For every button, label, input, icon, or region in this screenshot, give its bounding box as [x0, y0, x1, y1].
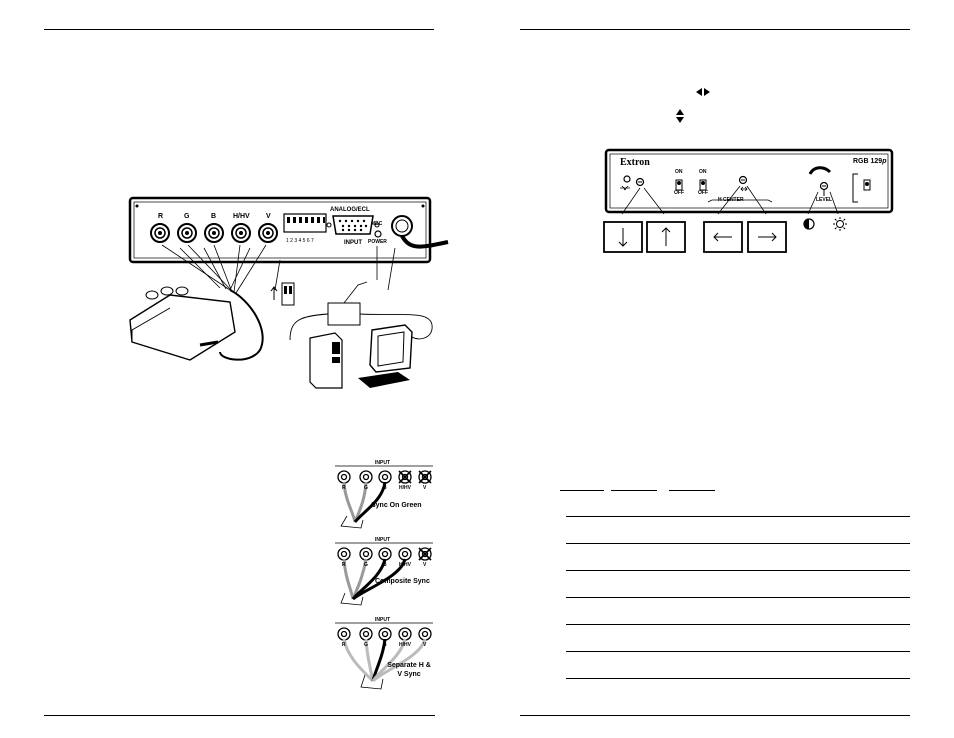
composite-input-label: INPUT [375, 537, 390, 543]
toggle2-on-label: ON [699, 169, 707, 175]
settings-table [560, 490, 912, 680]
bnc-connectors [150, 223, 278, 243]
toggle1-on-label: ON [675, 169, 683, 175]
bnc-label-b: B [211, 213, 217, 220]
bnc-label-g: G [184, 213, 190, 220]
table-header-underline-1 [560, 490, 604, 491]
composite-bnc-v: V [423, 562, 427, 568]
separate-bnc-b: B [383, 642, 387, 648]
up-button[interactable] [647, 222, 685, 252]
mbc-label: MBC [371, 221, 383, 227]
right-top-rule [520, 29, 910, 30]
dip-numbers: 1 2 3 4 5 6 7 [286, 238, 314, 244]
front-panel-diagram: Extron RGB 129p ON OFF ON OFF H CENTER L… [600, 146, 900, 256]
separate-bnc-hhv: H/HV [399, 642, 411, 648]
toggle2-off-label: OFF [698, 190, 708, 196]
table-row [566, 651, 910, 652]
composite-sync-drawing [335, 542, 433, 606]
sync-bnc-b: B [383, 485, 387, 491]
table-row [566, 516, 910, 517]
sync-bnc-v: V [423, 485, 427, 491]
input-label: INPUT [344, 240, 362, 246]
left-bottom-rule [44, 715, 435, 716]
separate-hv-sync-drawing [335, 622, 433, 690]
analog-ecl-label: ANALOG/ECL [330, 207, 370, 213]
extron-brand: Extron [620, 157, 650, 168]
sync-input-label: INPUT [375, 460, 390, 466]
table-header-underline-2 [611, 490, 657, 491]
separate-bnc-r: R [342, 642, 346, 648]
sync-bnc-g: G [364, 485, 368, 491]
sync-on-green-diagram: INPUT R G B H/HV V Sync On Green [333, 460, 435, 530]
left-button[interactable] [704, 222, 742, 252]
sync-bnc-hhv: H/HV [399, 485, 411, 491]
table-row [566, 543, 910, 544]
left-top-rule [44, 29, 434, 30]
front-panel-drawing [603, 148, 894, 253]
down-button[interactable] [604, 222, 642, 252]
composite-bnc-g: G [364, 562, 368, 568]
separate-hv-sync-diagram: INPUT R G B H/HV V Separate H & V Sync [333, 617, 435, 692]
bnc-label-hhv: H/HV [233, 213, 250, 220]
sync-on-green-drawing [335, 465, 433, 529]
composite-bnc-hhv: H/HV [399, 562, 411, 568]
model-suffix: p [882, 158, 887, 165]
separate-bnc-v: V [423, 642, 427, 648]
table-header-underline-3 [669, 490, 715, 491]
composite-bnc-r: R [342, 562, 346, 568]
left-right-arrows-icon [695, 84, 711, 102]
table-row [566, 678, 910, 679]
power-label: POWER [368, 239, 387, 245]
model-number: RGB 129 [853, 158, 883, 165]
toggle1-off-label: OFF [674, 190, 684, 196]
model-label: RGB 129p [853, 158, 886, 165]
separate-input-label: INPUT [375, 617, 390, 623]
level-label: LEVEL [816, 197, 833, 203]
bnc-label-r: R [158, 213, 164, 220]
rear-panel-connection-diagram: R G B H/HV V ANALOG/ECL INPUT 1 2 3 4 5 … [120, 190, 450, 390]
bnc-label-v: V [266, 213, 271, 220]
right-button[interactable] [748, 222, 786, 252]
table-row [566, 570, 910, 571]
caption-separate-hv-sync: Separate H & V Sync [387, 662, 431, 678]
caption-sync-on-green: Sync On Green [371, 502, 422, 509]
sync-bnc-r: R [342, 485, 346, 491]
composite-bnc-b: B [383, 562, 387, 568]
composite-sync-diagram: INPUT R G B H/HV V Composite Sync [333, 537, 435, 607]
table-row [566, 624, 910, 625]
up-down-arrows-icon [675, 108, 685, 129]
table-row [566, 597, 910, 598]
right-bottom-rule [520, 715, 910, 716]
separate-bnc-g: G [364, 642, 368, 648]
rear-panel-drawing [128, 196, 449, 389]
h-center-label: H CENTER [718, 197, 744, 203]
caption-composite-sync: Composite Sync [375, 578, 430, 585]
